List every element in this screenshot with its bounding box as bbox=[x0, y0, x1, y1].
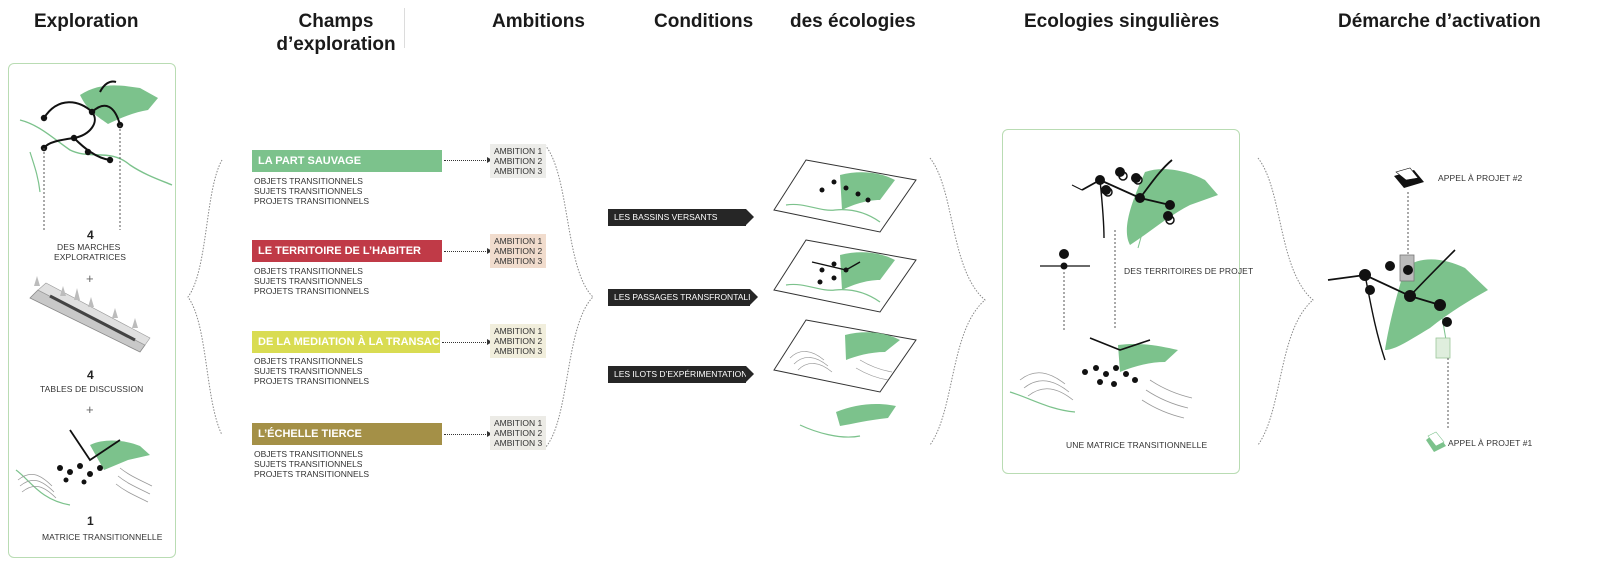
singulieres-top-map bbox=[1071, 159, 1218, 249]
activation-map bbox=[1327, 167, 1488, 452]
ambitions-mediation: AMBITION 1 AMBITION 2 AMBITION 3 bbox=[490, 324, 547, 358]
exploration-item1-count: 4 bbox=[87, 228, 94, 242]
header-activation: Démarche d’activation bbox=[1338, 11, 1541, 32]
ambition-item: AMBITION 1 bbox=[494, 236, 543, 246]
field-sub: SUJETS TRANSITIONNELS bbox=[254, 366, 363, 376]
exploration-plus-1: + bbox=[86, 271, 94, 286]
ambition-item: AMBITION 1 bbox=[494, 326, 543, 336]
exploration-plus-2: + bbox=[86, 402, 94, 417]
field-subs-part-sauvage: OBJETS TRANSITIONNELS SUJETS TRANSITIONN… bbox=[254, 176, 369, 206]
ecology-layer-4 bbox=[799, 404, 896, 438]
header-champs-line2: d’exploration bbox=[276, 34, 396, 55]
field-bar-mediation: DE LA MEDIATION À LA TRANSACTION bbox=[252, 331, 466, 353]
field-sub: OBJETS TRANSITIONNELS bbox=[254, 266, 363, 276]
field-sub: OBJETS TRANSITIONNELS bbox=[254, 449, 363, 459]
field-sub: SUJETS TRANSITIONNELS bbox=[254, 276, 363, 286]
field-subs-territoire: OBJETS TRANSITIONNELS SUJETS TRANSITIONN… bbox=[254, 266, 369, 296]
ambition-item: AMBITION 2 bbox=[494, 246, 543, 256]
activation-label-bottom: APPEL À PROJET #1 bbox=[1448, 438, 1533, 448]
exploration-item2-count: 4 bbox=[87, 368, 94, 382]
ambition-item: AMBITION 3 bbox=[494, 256, 543, 266]
singulieres-panel bbox=[1002, 129, 1240, 474]
singulieres-small-node bbox=[1040, 230, 1116, 330]
field-bar-part-sauvage: LA PART SAUVAGE bbox=[252, 150, 442, 172]
singulieres-matrix bbox=[1009, 337, 1193, 419]
header-exploration: Exploration bbox=[34, 11, 139, 32]
ambition-item: AMBITION 2 bbox=[494, 156, 543, 166]
header-singulieres: Ecologies singulières bbox=[1024, 11, 1220, 32]
exploration-matrix-image bbox=[15, 429, 153, 506]
field-sub: SUJETS TRANSITIONNELS bbox=[254, 186, 363, 196]
exploration-item3-count: 1 bbox=[87, 514, 94, 528]
ambition-item: AMBITION 3 bbox=[494, 346, 543, 356]
ambitions-territoire: AMBITION 1 AMBITION 2 AMBITION 3 bbox=[490, 234, 547, 268]
activation-label-top: APPEL À PROJET #2 bbox=[1438, 173, 1523, 183]
singulieres-label-top: DES TERRITOIRES DE PROJET bbox=[1124, 266, 1254, 276]
condition-passages: LES PASSAGES TRANSFRONTALIERS bbox=[608, 289, 768, 306]
ambition-item: AMBITION 3 bbox=[494, 438, 543, 448]
ecologies-right-brace bbox=[929, 157, 986, 446]
field-sub: PROJETS TRANSITIONNELS bbox=[254, 196, 370, 206]
exploration-item1-line1: DES MARCHES bbox=[57, 242, 121, 252]
field-sub: SUJETS TRANSITIONNELS bbox=[254, 459, 363, 469]
exploration-item3-label: MATRICE TRANSITIONNELLE bbox=[42, 532, 163, 542]
field-sub: PROJETS TRANSITIONNELS bbox=[254, 286, 370, 296]
field-bar-echelle: L’ÉCHELLE TIERCE bbox=[252, 423, 442, 445]
exploration-item2-label: TABLES DE DISCUSSION bbox=[40, 384, 144, 394]
field-subs-mediation: OBJETS TRANSITIONNELS SUJETS TRANSITIONN… bbox=[254, 356, 369, 386]
condition-bassins: LES BASSINS VERSANTS bbox=[608, 209, 754, 226]
field-arrow-1 bbox=[444, 157, 492, 163]
field-arrow-3 bbox=[442, 339, 492, 345]
field-sub: PROJETS TRANSITIONNELS bbox=[254, 469, 370, 479]
condition-ilots: LES ILOTS D’EXPÉRIMENTATION bbox=[608, 366, 754, 383]
header-divider bbox=[404, 8, 405, 48]
ambition-item: AMBITION 2 bbox=[494, 428, 543, 438]
header-ecologies: des écologies bbox=[790, 11, 916, 32]
field-sub: OBJETS TRANSITIONNELS bbox=[254, 356, 363, 366]
exploration-tables-image bbox=[29, 276, 151, 353]
exploration-panel bbox=[8, 63, 176, 558]
ambition-item: AMBITION 1 bbox=[494, 418, 543, 428]
ecology-layer-3 bbox=[773, 319, 917, 393]
middle-brace bbox=[544, 144, 594, 449]
left-brace bbox=[187, 159, 223, 436]
header-conditions: Conditions bbox=[654, 11, 754, 32]
ambitions-echelle: AMBITION 1 AMBITION 2 AMBITION 3 bbox=[490, 416, 547, 450]
singulieres-label-bottom: UNE MATRICE TRANSITIONNELLE bbox=[1066, 440, 1208, 450]
field-arrow-4 bbox=[444, 431, 492, 437]
ecology-layer-1 bbox=[773, 159, 917, 233]
header-ambitions: Ambitions bbox=[492, 11, 585, 32]
ecology-layer-2 bbox=[773, 239, 917, 313]
singulieres-right-brace bbox=[1257, 157, 1314, 446]
ambition-item: AMBITION 1 bbox=[494, 146, 543, 156]
exploration-item1-line2: EXPLORATRICES bbox=[54, 252, 126, 262]
ambitions-part-sauvage: AMBITION 1 AMBITION 2 AMBITION 3 bbox=[490, 144, 547, 178]
field-bar-territoire: LE TERRITOIRE DE L’HABITER bbox=[252, 240, 442, 262]
ambition-item: AMBITION 2 bbox=[494, 336, 543, 346]
header-champs-line1: Champs bbox=[298, 11, 374, 32]
exploration-map-walks bbox=[19, 80, 173, 230]
header-champs: Champs d’exploration bbox=[272, 10, 400, 56]
field-sub: OBJETS TRANSITIONNELS bbox=[254, 176, 363, 186]
ambition-item: AMBITION 3 bbox=[494, 166, 543, 176]
field-subs-echelle: OBJETS TRANSITIONNELS SUJETS TRANSITIONN… bbox=[254, 449, 369, 479]
field-sub: PROJETS TRANSITIONNELS bbox=[254, 376, 370, 386]
field-arrow-2 bbox=[444, 248, 492, 254]
